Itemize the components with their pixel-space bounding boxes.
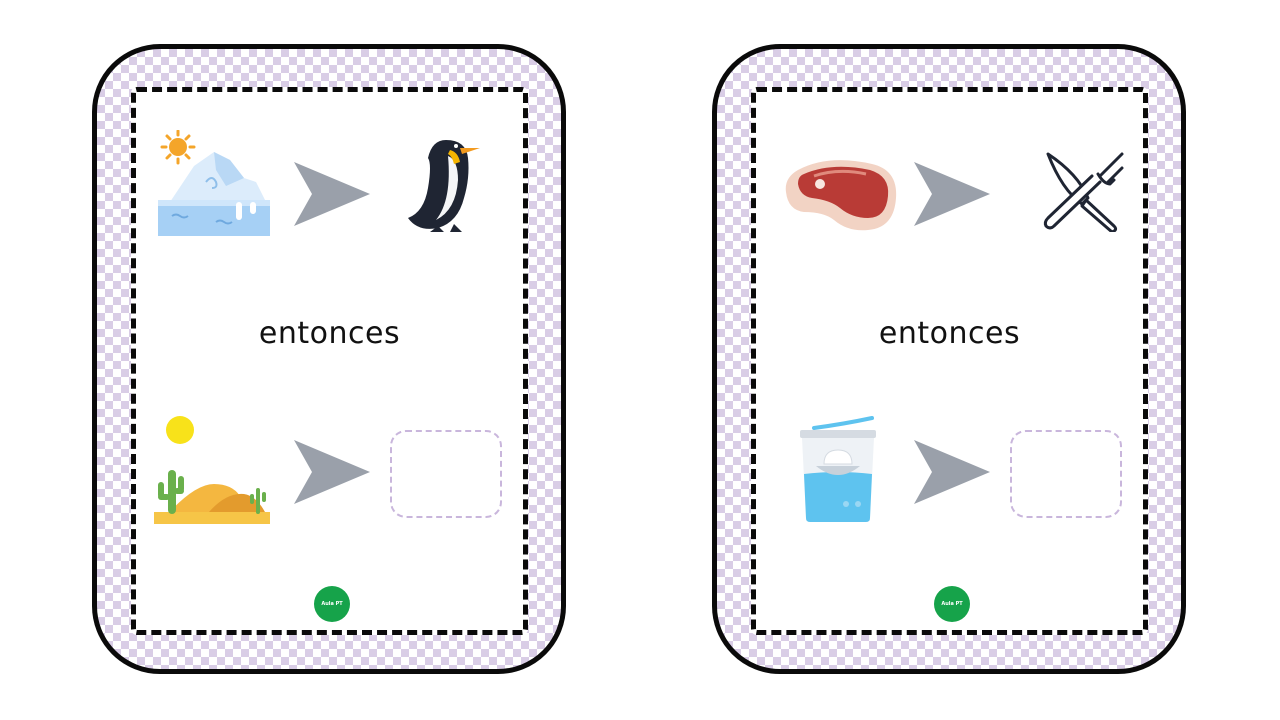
steak-icon	[785, 160, 897, 231]
iceberg-sun-icon	[158, 130, 270, 236]
card-inner-frame: entonces Aula PT	[751, 87, 1148, 635]
card-right: entonces Aula PT	[712, 44, 1186, 674]
penguin-icon	[408, 140, 480, 232]
desert-sun-icon	[154, 416, 270, 524]
connector-word: entonces	[878, 316, 1021, 351]
empty-answer-box[interactable]	[390, 430, 502, 518]
empty-answer-box[interactable]	[1010, 430, 1122, 518]
yogurt-icon	[800, 416, 876, 522]
arrow-icon	[914, 162, 990, 226]
fork-knife-icon	[1043, 152, 1124, 232]
aula-pt-logo: Aula PT	[934, 586, 970, 622]
arrow-icon	[914, 440, 990, 504]
arrow-icon	[294, 440, 370, 504]
card-left: entonces Aula PT	[92, 44, 566, 674]
arrow-icon	[294, 162, 370, 226]
card-inner-frame: entonces Aula PT	[131, 87, 528, 635]
aula-pt-logo: Aula PT	[314, 586, 350, 622]
connector-word: entonces	[258, 316, 401, 351]
